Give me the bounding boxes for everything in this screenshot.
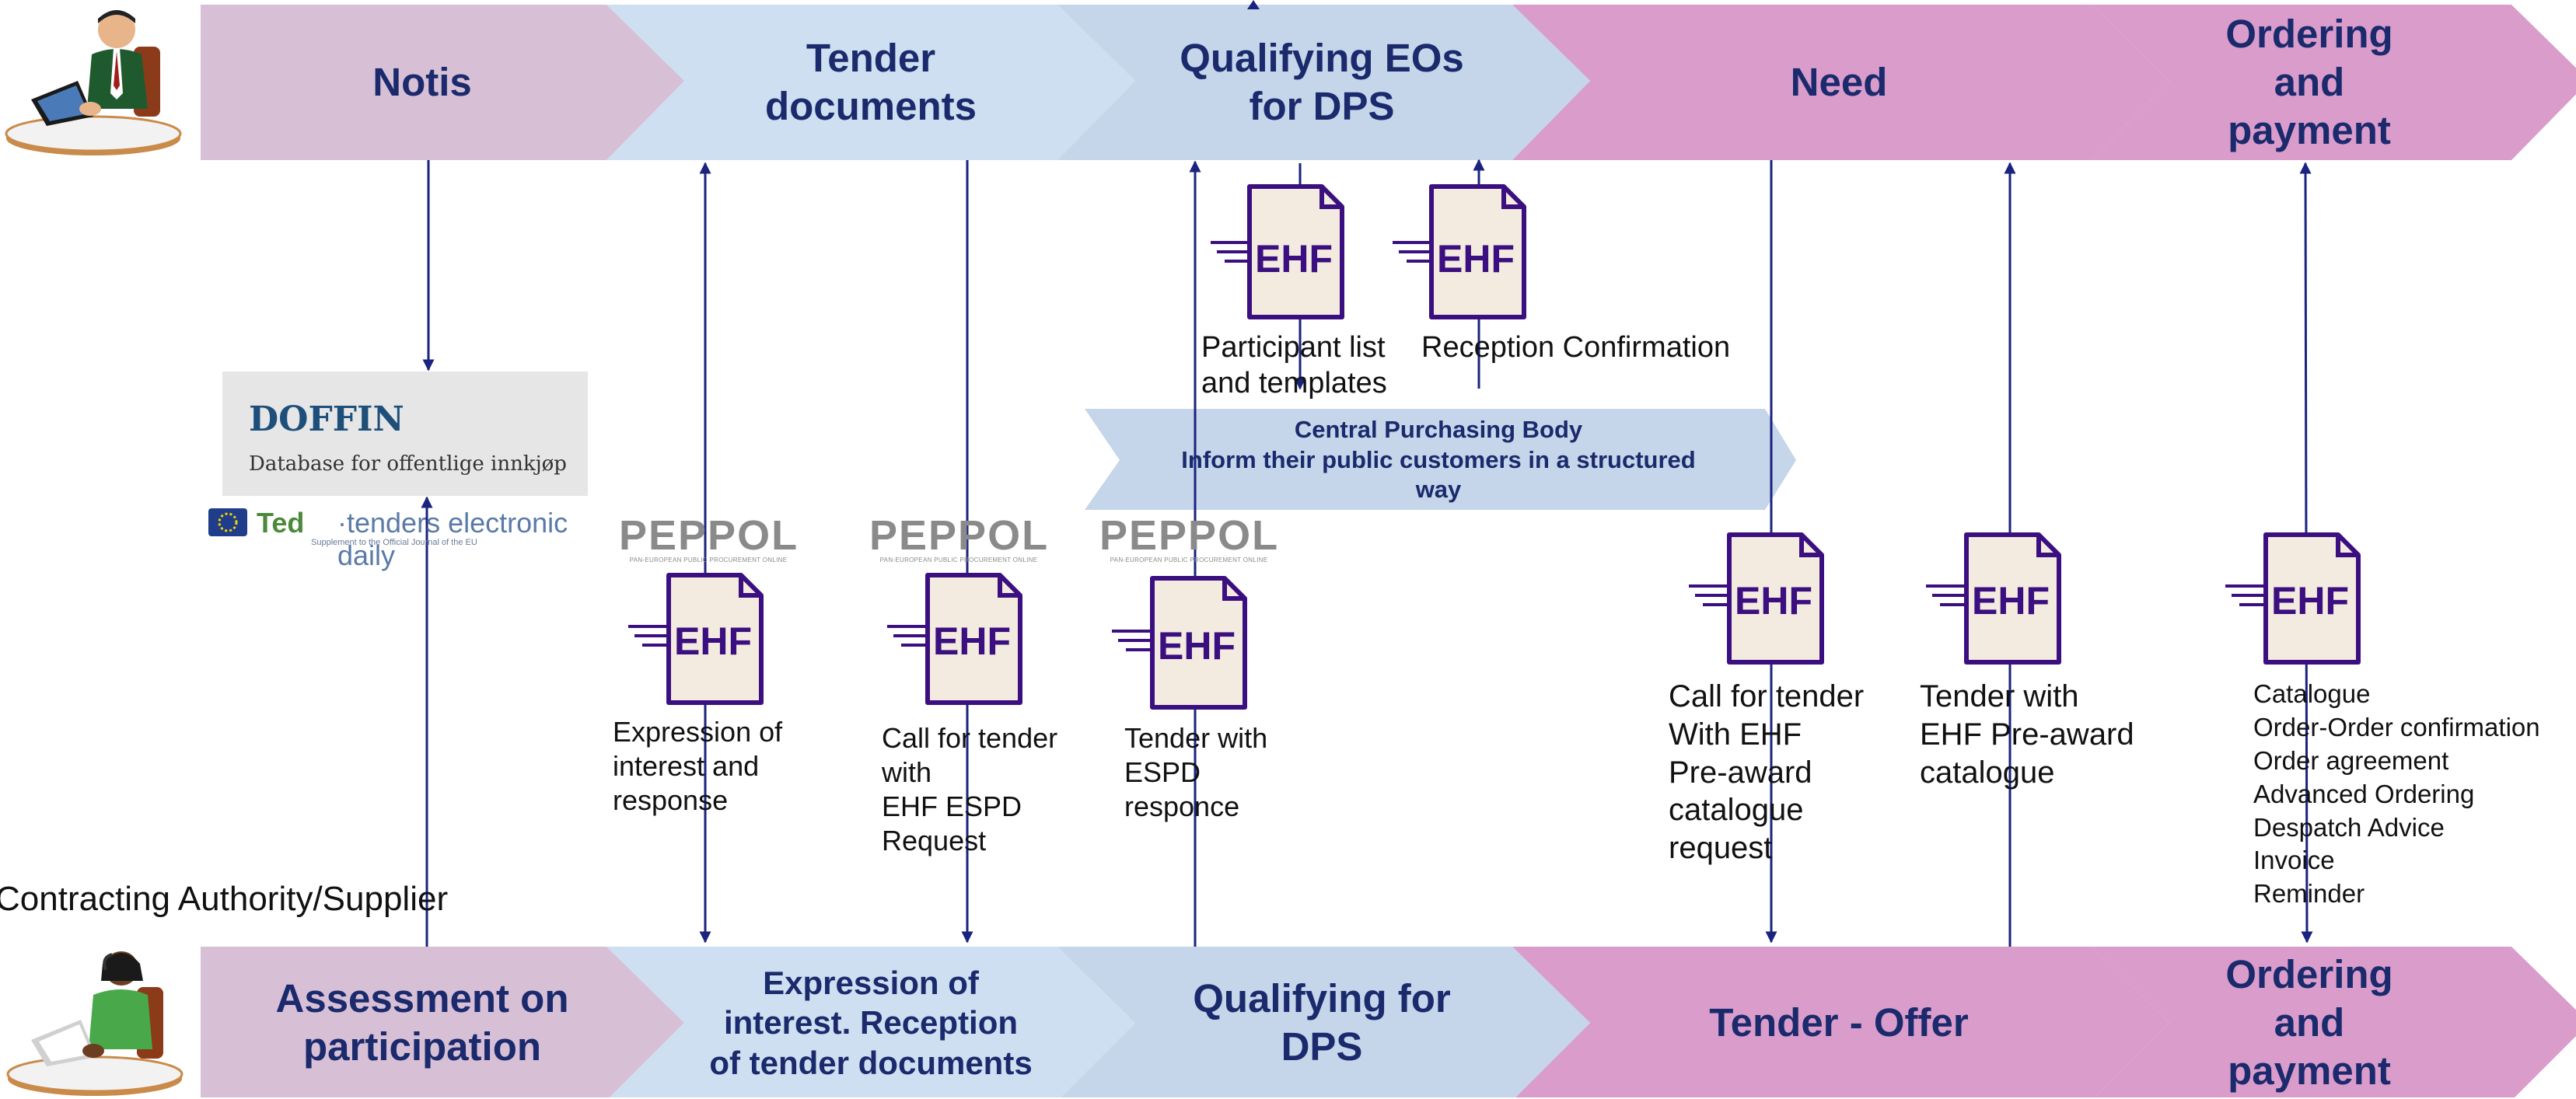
central-purchasing-body-text: Central Purchasing Body Inform their pub… [1127, 412, 1749, 508]
bottom-stage-3-shape [1057, 947, 1590, 1097]
top-stage-tender-documents: Tender documents [764, 35, 977, 128]
top-stage-ordering-payment: Ordering and payment [2225, 11, 2393, 153]
bottom-stage-assessment: Assessment on participation [275, 975, 569, 1069]
ehf-file-icon-expression-of-interest [628, 573, 764, 705]
doc-label-tender-with-espd: Tender with ESPD responce [1124, 722, 1268, 822]
ehf-file-icon-participant-list [1211, 184, 1344, 319]
ehf-text: EHF [1437, 237, 1515, 281]
ehf-file-icon-call-for-tender-espd [887, 573, 1022, 705]
ehf-text: EHF [933, 619, 1011, 663]
businessman-at-laptop-icon [5, 10, 182, 155]
top-edge-arrowhead [1247, 0, 1260, 9]
peppol-tagline: PAN-EUROPEAN PUBLIC PROCUREMENT ONLINE [1110, 556, 1268, 563]
bottom-stage-ordering-payment: Ordering and payment [2225, 951, 2393, 1094]
top-stage-1-shape [201, 5, 684, 160]
ehf-text: EHF [2271, 579, 2349, 623]
bottom-stage-4-shape [1512, 947, 2169, 1097]
bottom-stage-tender-offer: Tender - Offer [1709, 1000, 1969, 1045]
peppol-logo: PEPPOL PAN-EUROPEAN PUBLIC PROCUREMENT O… [619, 515, 798, 563]
peppol-word: PEPPOL [1099, 512, 1280, 559]
ordering-message-list: Catalogue Order-Order confirmation Order… [2253, 678, 2540, 911]
bottom-stage-5-shape [2092, 947, 2576, 1097]
bottom-stage-1-shape [201, 947, 684, 1097]
ted-logo: Ted ·tenders electronic daily Supplement… [208, 505, 597, 571]
ehf-text: EHF [1255, 237, 1333, 281]
ted-brand: Ted [257, 507, 305, 539]
doc-label-call-for-tender-espd: Call for tender with EHF ESPD Request [882, 722, 1058, 857]
peppol-word: PEPPOL [619, 512, 799, 559]
top-stage-4-shape [1512, 5, 2169, 160]
ordering-message: Invoice [2253, 846, 2335, 875]
top-stage-2-shape [606, 5, 1135, 160]
eu-flag-icon [208, 508, 247, 536]
peppol-logo: PEPPOL PAN-EUROPEAN PUBLIC PROCUREMENT O… [869, 515, 1048, 563]
ordering-message: Despatch Advice [2253, 812, 2445, 842]
cpb-description: Inform their public customers in a struc… [1181, 445, 1696, 504]
ehf-file-icon-reception-confirmation [1393, 184, 1526, 319]
ordering-message: Advanced Ordering [2253, 779, 2475, 808]
ehf-file-icon-tender-pre-award-catalogue [1926, 532, 2061, 665]
doc-label-call-for-tender-pre-award: Call for tender With EHF Pre-award catal… [1669, 679, 1865, 866]
bottom-stage-qualifying-dps: Qualifying for DPS [1193, 975, 1451, 1069]
peppol-word: PEPPOL [869, 512, 1050, 559]
ordering-message: Order-Order confirmation [2253, 712, 2540, 741]
ehf-file-icon-tender-with-espd [1112, 576, 1247, 710]
ehf-file-labels: EHF EHF EHF EHF EHF EHF EHF EHF [674, 237, 2349, 668]
bottom-stage-expression-of-interest: Expression of interest. Reception of ten… [709, 965, 1033, 1081]
woman-with-headset-at-laptop-icon [6, 951, 184, 1096]
ehf-file-icon-ordering-messages [2225, 532, 2361, 665]
doc-label-reception-confirmation: Reception Confirmation [1421, 331, 1731, 364]
doffin-subtitle: Database for offentlige innkjøp [249, 452, 567, 476]
peppol-logo: PEPPOL PAN-EUROPEAN PUBLIC PROCUREMENT O… [1099, 515, 1278, 563]
top-stage-qualifying-eos: Qualifying EOs for DPS [1180, 35, 1464, 128]
ehf-document-icons [628, 184, 2361, 710]
ehf-text: EHF [1972, 579, 2050, 623]
doffin-title: DOFFIN [249, 399, 404, 439]
ehf-file-icon-call-for-tender-pre-award [1689, 532, 1824, 665]
contracting-authority-supplier-label: Contracting Authority/Supplier [0, 880, 449, 918]
peppol-tagline: PAN-EUROPEAN PUBLIC PROCUREMENT ONLINE [629, 556, 788, 563]
ted-name: ·tenders electronic daily [337, 507, 568, 571]
ordering-message: Catalogue [2253, 679, 2371, 708]
ordering-message: Order agreement [2253, 745, 2449, 775]
peppol-tagline: PAN-EUROPEAN PUBLIC PROCUREMENT ONLINE [879, 556, 1038, 563]
top-stage-notis: Notis [372, 59, 472, 104]
ted-tagline: Supplement to the Official Journal of th… [311, 538, 477, 547]
ehf-text: EHF [1735, 579, 1812, 623]
bottom-stage-2-shape [606, 947, 1135, 1097]
central-purchasing-body-arrow [1085, 409, 1796, 510]
top-stage-5-shape [2092, 5, 2576, 160]
top-stage-need: Need [1790, 59, 1888, 104]
doc-label-expression-of-interest: Expression of interest and response [613, 716, 783, 816]
doffin-logo: DOFFIN Database for offentlige innkjøp [222, 372, 588, 496]
ehf-text: EHF [1158, 624, 1236, 668]
ehf-text: EHF [674, 619, 752, 663]
ordering-message: Reminder [2253, 879, 2365, 909]
doc-label-participant-list: Participant list and templates [1201, 331, 1387, 400]
cpb-title: Central Purchasing Body [1294, 415, 1583, 443]
doc-label-tender-pre-award-catalogue: Tender with EHF Pre-award catalogue [1920, 679, 2134, 790]
top-stage-3-shape [1057, 5, 1590, 160]
